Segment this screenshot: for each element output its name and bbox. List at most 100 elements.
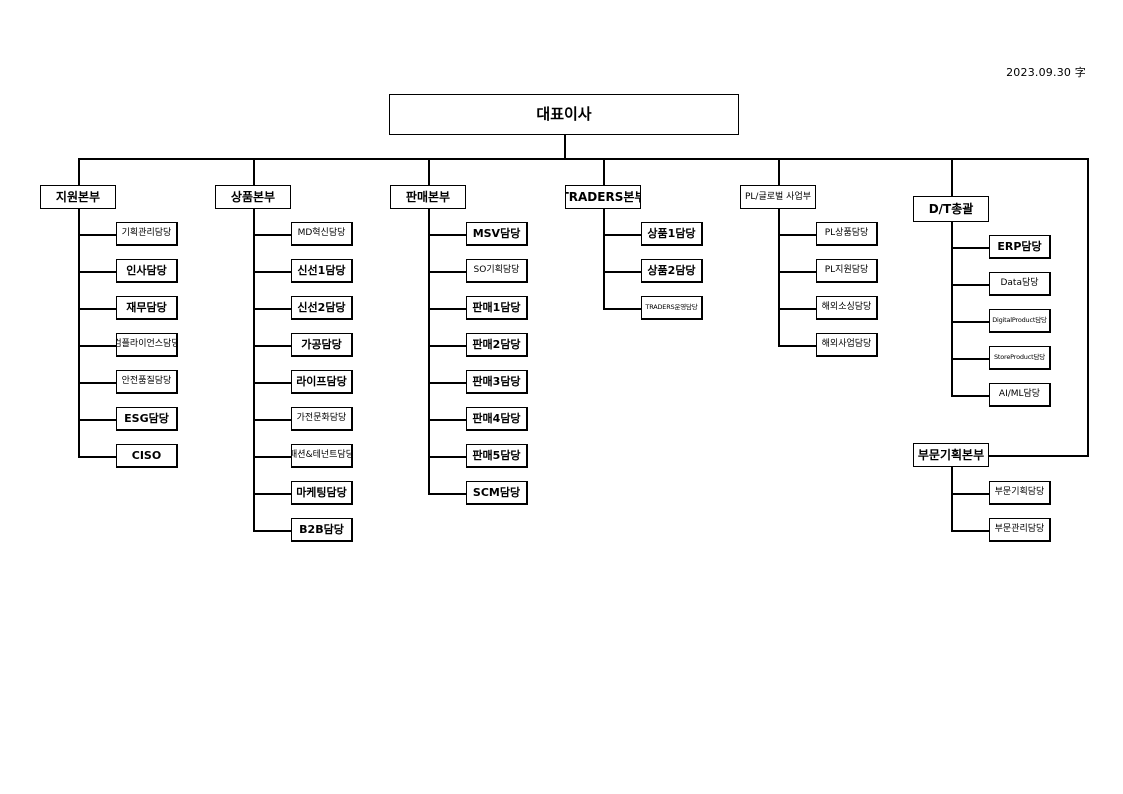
team-branch-line	[778, 271, 816, 273]
division-box: 지원본부	[40, 185, 116, 209]
team-branch-line	[253, 234, 291, 236]
team-box: MD혁신담당	[291, 222, 353, 246]
dt-box: D/T총괄	[913, 196, 989, 222]
team-box: 인사담당	[116, 259, 178, 283]
team-branch-line	[951, 395, 989, 397]
division-drop-line	[78, 158, 80, 185]
team-box: 해외소싱담당	[816, 296, 878, 320]
team-spine-line	[253, 209, 255, 531]
team-branch-line	[603, 271, 641, 273]
team-box: 라이프담당	[291, 370, 353, 394]
team-branch-line	[778, 345, 816, 347]
team-spine-line	[78, 209, 80, 457]
team-box: 기획관리담당	[116, 222, 178, 246]
team-branch-line	[253, 345, 291, 347]
team-box: MSV담당	[466, 222, 528, 246]
dt-drop-line	[951, 158, 953, 196]
team-box: ESG담당	[116, 407, 178, 431]
team-box: SO기획담당	[466, 259, 528, 283]
division-drop-line	[428, 158, 430, 185]
team-branch-line	[951, 358, 989, 360]
team-branch-line	[253, 382, 291, 384]
team-box: 컴플라이언스담당	[116, 333, 178, 357]
team-box: Data담당	[989, 272, 1051, 296]
team-spine-line	[428, 209, 430, 494]
team-box: ERP담당	[989, 235, 1051, 259]
team-box: 안전품질담당	[116, 370, 178, 394]
division-drop-line	[253, 158, 255, 185]
team-branch-line	[951, 321, 989, 323]
team-box: 신선1담당	[291, 259, 353, 283]
team-branch-line	[428, 419, 466, 421]
team-box: PL상품담당	[816, 222, 878, 246]
team-branch-line	[78, 234, 116, 236]
team-branch-line	[78, 345, 116, 347]
team-branch-line	[428, 308, 466, 310]
date-label: 2023.09.30 字	[1006, 66, 1086, 79]
team-branch-line	[428, 493, 466, 495]
team-branch-line	[428, 345, 466, 347]
team-branch-line	[428, 382, 466, 384]
team-box: 부문기획담당	[989, 481, 1051, 505]
team-box: 마케팅담당	[291, 481, 353, 505]
division-box: TRADERS본부	[565, 185, 641, 209]
team-box: PL지원담당	[816, 259, 878, 283]
team-box: 부문관리담당	[989, 518, 1051, 542]
team-branch-line	[951, 247, 989, 249]
team-box: 상품2담당	[641, 259, 703, 283]
team-box: AI/ML담당	[989, 383, 1051, 407]
team-box: 패션&테넌트담당	[291, 444, 353, 468]
team-box: StoreProduct담당	[989, 346, 1051, 370]
dt-spine-line	[951, 222, 953, 396]
team-box: SCM담당	[466, 481, 528, 505]
planning-box: 부문기획본부	[913, 443, 989, 467]
team-box: 가공담당	[291, 333, 353, 357]
team-box: 판매5담당	[466, 444, 528, 468]
team-box: CISO	[116, 444, 178, 468]
team-branch-line	[778, 308, 816, 310]
team-branch-line	[78, 382, 116, 384]
team-branch-line	[428, 456, 466, 458]
team-branch-line	[603, 234, 641, 236]
team-box: B2B담당	[291, 518, 353, 542]
division-drop-line	[603, 158, 605, 185]
planning-spine-line	[951, 467, 953, 531]
team-branch-line	[428, 234, 466, 236]
right-drop-line	[1087, 158, 1089, 456]
planning-branch-line	[989, 455, 1089, 457]
team-box: 해외사업담당	[816, 333, 878, 357]
team-branch-line	[253, 456, 291, 458]
division-drop-line	[778, 158, 780, 185]
team-branch-line	[253, 493, 291, 495]
team-branch-line	[78, 271, 116, 273]
team-branch-line	[951, 530, 989, 532]
team-branch-line	[951, 493, 989, 495]
team-box: TRADERS운영담당	[641, 296, 703, 320]
division-box: PL/글로벌 사업부	[740, 185, 816, 209]
team-box: 판매1담당	[466, 296, 528, 320]
team-branch-line	[778, 234, 816, 236]
top-bus-line	[78, 158, 1089, 160]
team-box: 판매2담당	[466, 333, 528, 357]
ceo-connector	[564, 135, 566, 159]
team-branch-line	[78, 308, 116, 310]
team-branch-line	[253, 530, 291, 532]
team-branch-line	[428, 271, 466, 273]
team-box: DigitalProduct담당	[989, 309, 1051, 333]
team-box: 판매3담당	[466, 370, 528, 394]
team-branch-line	[253, 271, 291, 273]
team-branch-line	[603, 308, 641, 310]
team-spine-line	[603, 209, 605, 309]
team-box: 판매4담당	[466, 407, 528, 431]
team-box: 신선2담당	[291, 296, 353, 320]
team-spine-line	[778, 209, 780, 346]
division-box: 판매본부	[390, 185, 466, 209]
team-branch-line	[253, 419, 291, 421]
team-box: 재무담당	[116, 296, 178, 320]
team-box: 상품1담당	[641, 222, 703, 246]
team-branch-line	[78, 456, 116, 458]
ceo-box: 대표이사	[389, 94, 739, 135]
team-branch-line	[951, 284, 989, 286]
team-branch-line	[253, 308, 291, 310]
